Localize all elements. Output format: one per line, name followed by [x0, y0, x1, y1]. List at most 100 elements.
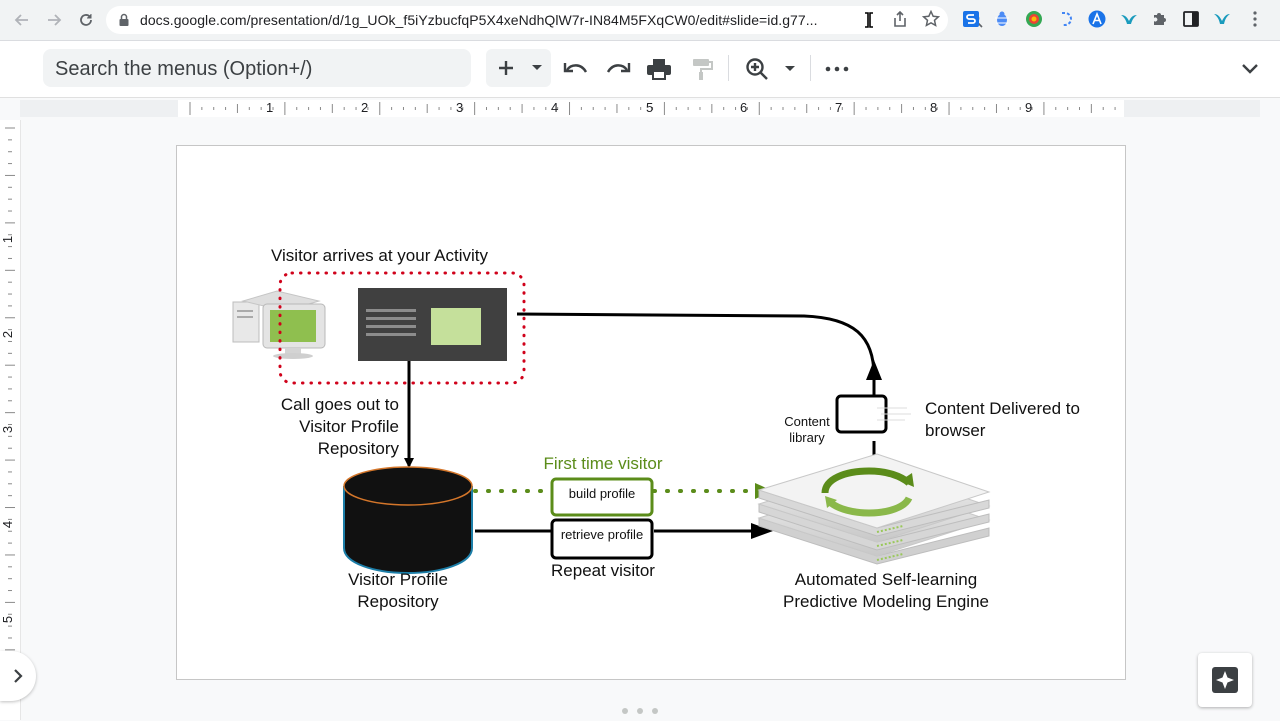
slides-toolbar: Search the menus (Option+/) [0, 41, 1280, 97]
explore-button[interactable] [1198, 653, 1252, 707]
chevron-right-icon [14, 669, 23, 683]
collapse-chevron-icon [1242, 64, 1258, 74]
forward-arrow-icon [48, 14, 62, 26]
ruler-ticks [189, 102, 1116, 115]
content-library-label: Content library [775, 414, 839, 446]
paint-format-icon [693, 59, 713, 80]
engine-label-line: Automated Self-learning [794, 570, 978, 589]
retrieve-profile-label: retrieve profile [560, 527, 644, 542]
delivery-arrowhead [866, 360, 882, 380]
visitor-arrives-label: Visitor arrives at your Activity [271, 246, 488, 265]
content-library-line: library [789, 430, 825, 445]
extension-bug-icon[interactable] [993, 10, 1011, 28]
side-panel-icon[interactable] [1182, 10, 1200, 28]
engine-label: Automated Self-learning Predictive Model… [761, 569, 1011, 613]
activity-dotted-boundary [278, 271, 526, 385]
explore-sparkle-icon [1212, 667, 1238, 693]
browser-toolbar: docs.google.com/presentation/d/1g_UOk_f5… [0, 0, 1280, 41]
url-text: docs.google.com/presentation/d/1g_UOk_f5… [140, 12, 818, 28]
forward-button[interactable] [42, 8, 66, 32]
redo-button[interactable] [604, 55, 632, 83]
new-slide-icon[interactable] [496, 58, 516, 78]
content-library-line: Content [784, 414, 830, 429]
ruler-label: 2 [0, 330, 16, 339]
delivery-curve [516, 312, 876, 398]
ruler-label: 4 [551, 100, 559, 115]
repository-label-line: Repository [357, 592, 439, 611]
build-profile-label: build profile [568, 486, 636, 501]
ruler-label: 1 [266, 100, 274, 115]
ruler-label: 3 [0, 425, 16, 434]
zoom-dropdown-button[interactable] [776, 55, 804, 83]
ruler-label: 7 [835, 100, 843, 115]
extension-d-icon[interactable] [1057, 10, 1075, 28]
modeling-engine-icon [757, 453, 991, 565]
extension-s-icon[interactable] [962, 10, 980, 28]
ruler-label: 1 [0, 235, 16, 244]
desktop-computer-icon [232, 290, 326, 359]
diagram-graphics [232, 271, 991, 575]
resize-handle[interactable] [622, 708, 658, 714]
repository-label-line: Visitor Profile [348, 570, 448, 589]
web-page-icon [358, 288, 507, 361]
back-button[interactable] [10, 8, 34, 32]
vertical-ruler[interactable]: 1 2 3 4 5 [0, 120, 21, 720]
database-cylinder-icon [343, 466, 473, 575]
slide[interactable]: Visitor arrives at your Activity Call go… [176, 145, 1126, 680]
repository-label: Visitor Profile Repository [323, 569, 473, 613]
collapse-toolbar-button[interactable] [1236, 55, 1264, 83]
address-bar[interactable]: docs.google.com/presentation/d/1g_UOk_f5… [106, 6, 983, 34]
extension-a-icon[interactable] [1088, 10, 1106, 28]
slide-canvas-area: 1 2 3 4 5 6 7 8 9 1 2 3 4 5 [0, 97, 1280, 721]
ruler-label: 9 [1025, 100, 1033, 115]
reload-icon [80, 14, 92, 26]
extensions-puzzle-icon[interactable] [1151, 10, 1169, 28]
zoom-button[interactable] [743, 55, 771, 83]
content-delivered-line: browser [925, 421, 986, 440]
ruler-label: 2 [361, 100, 369, 115]
repeat-visitor-label: Repeat visitor [551, 561, 655, 580]
dropdown-icon[interactable] [531, 64, 543, 72]
back-arrow-icon [14, 14, 28, 26]
call-goes-out-line: Visitor Profile [299, 417, 399, 436]
extension-bird-icon[interactable] [1120, 10, 1138, 28]
call-goes-out-line: Call goes out to [280, 395, 399, 414]
reload-button[interactable] [74, 8, 98, 32]
search-menus-placeholder: Search the menus (Option+/) [55, 58, 313, 80]
paint-format-button[interactable] [688, 55, 716, 83]
extension-circle-icon[interactable] [1025, 10, 1043, 28]
lock-icon [119, 13, 129, 26]
more-options-button[interactable] [823, 55, 851, 83]
content-delivered-label: Content Delivered to browser [925, 398, 1115, 442]
ruler-label: 6 [740, 100, 748, 115]
search-menus-input[interactable]: Search the menus (Option+/) [43, 49, 471, 87]
content-library-box [835, 394, 888, 434]
browser-menu-icon[interactable] [1246, 10, 1264, 28]
profile-bird-icon[interactable] [1213, 10, 1231, 28]
call-goes-out-line: Repository [317, 439, 399, 458]
horizontal-ruler[interactable]: 1 2 3 4 5 6 7 8 9 [178, 100, 1124, 117]
ruler-label: 5 [646, 100, 654, 115]
first-time-visitor-label: First time visitor [543, 454, 663, 473]
repeat-visit-arrowhead [751, 523, 773, 539]
vertical-ruler-ticks [5, 127, 15, 698]
undo-button[interactable] [562, 55, 590, 83]
print-icon [647, 59, 671, 80]
show-filmstrip-button[interactable] [0, 651, 36, 701]
zoom-dropdown-icon [785, 66, 795, 71]
text-cursor-icon [865, 12, 873, 28]
content-delivered-line: Content Delivered to [925, 399, 1080, 418]
more-icon [825, 66, 849, 72]
ruler-label: 3 [456, 100, 464, 115]
ruler-label: 4 [0, 520, 16, 529]
bookmark-star-icon[interactable] [922, 10, 940, 28]
share-icon[interactable] [891, 10, 909, 28]
content-speed-lines [877, 407, 911, 421]
new-slide-button-group[interactable] [486, 49, 551, 87]
print-button[interactable] [645, 55, 673, 83]
undo-icon [563, 63, 588, 73]
redo-icon [606, 63, 631, 73]
ruler-label: 8 [930, 100, 938, 115]
build-profile-box [550, 477, 654, 517]
call-goes-out-label: Call goes out to Visitor Profile Reposit… [237, 394, 399, 460]
